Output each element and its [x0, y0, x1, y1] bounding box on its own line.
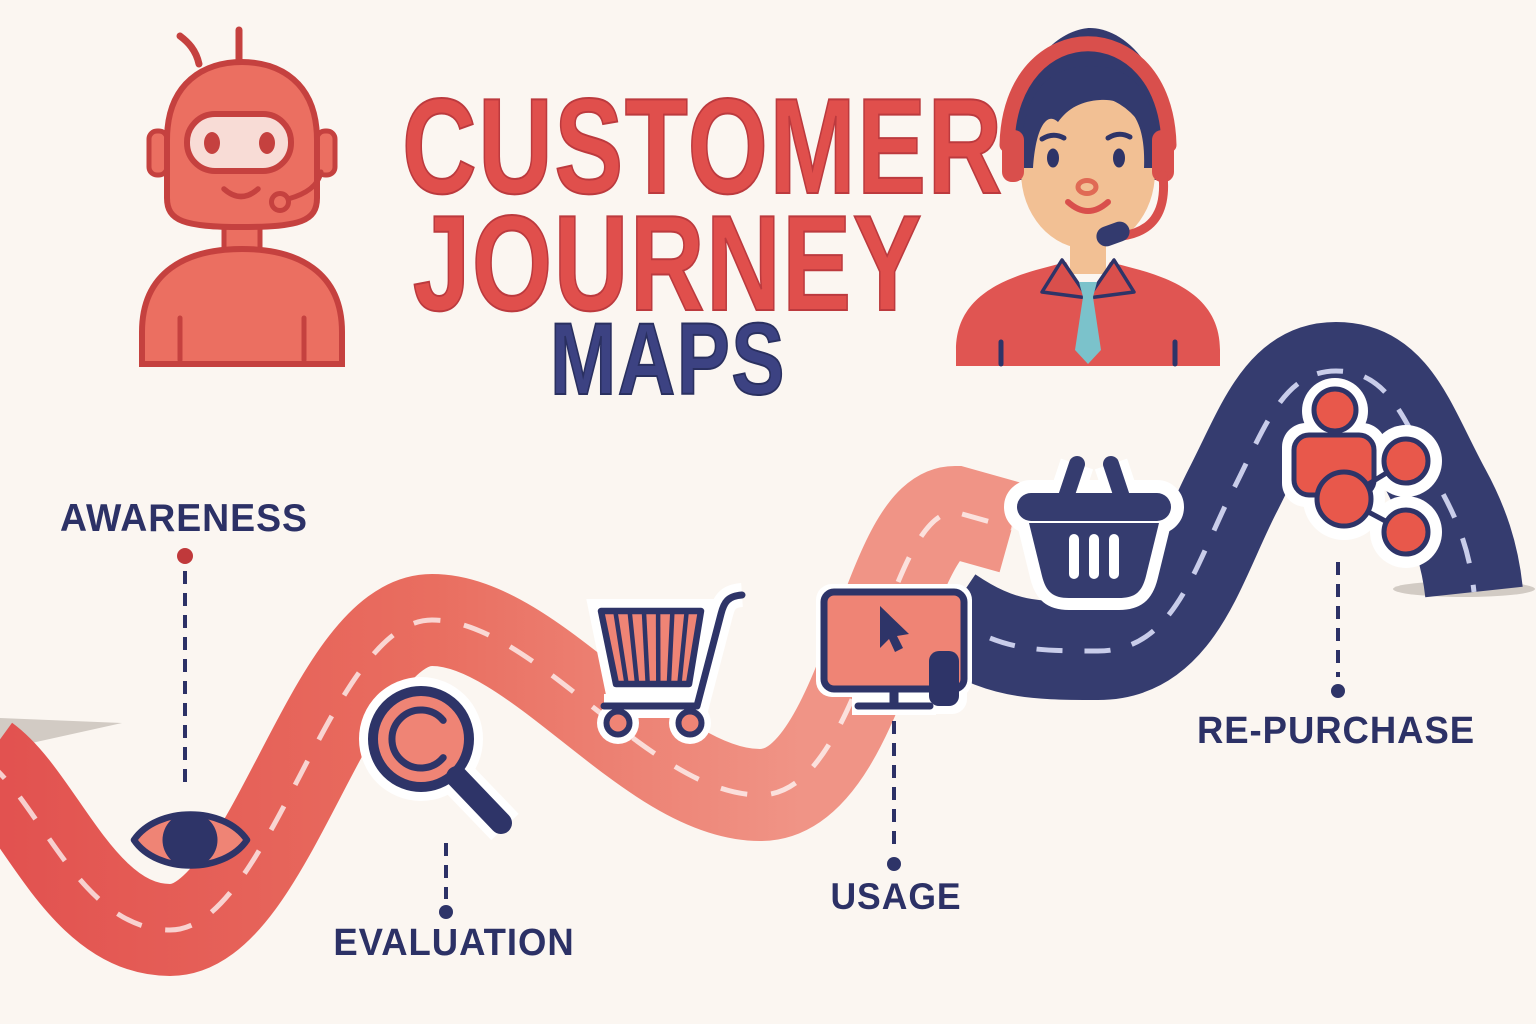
label-repurchase: RE-PURCHASE [1196, 710, 1476, 752]
label-awareness: AWARENESS [60, 497, 308, 540]
magnifying-glass-icon [368, 686, 512, 834]
agent-collar-left [1040, 258, 1090, 300]
robot-torso [139, 245, 345, 367]
headset-mic-boom [1117, 170, 1169, 241]
eye-icon [130, 811, 251, 869]
robot-smile [221, 186, 261, 200]
road-center-dashes-red [0, 509, 1013, 933]
journey-road-navy [920, 321, 1523, 701]
label-evaluation: EVALUATION [333, 922, 575, 964]
road-center-dashes-navy [946, 368, 1477, 654]
agent-eye-right [1113, 148, 1125, 168]
robot-visor [184, 111, 294, 174]
repurchase-connector [1331, 562, 1345, 698]
robot-mic [269, 191, 291, 213]
agent-collar-right [1086, 258, 1136, 300]
label-usage: USAGE [830, 876, 962, 917]
usage-dot [887, 857, 901, 871]
customer-share-icon [1291, 386, 1431, 557]
agent-mouth [1065, 199, 1111, 214]
shopping-basket-icon [1017, 456, 1171, 598]
monitor-cursor-icon [820, 588, 968, 710]
agent-fringe [1020, 66, 1160, 168]
robot-eye-right [259, 132, 275, 154]
headset-earmuff-right [1152, 130, 1174, 182]
robot-eye-left [204, 132, 220, 154]
support-agent [956, 28, 1220, 367]
agent-nose [1075, 178, 1099, 196]
cursor-arrow [880, 606, 909, 652]
basket-slots [1069, 534, 1119, 579]
agent-tie [1075, 297, 1101, 364]
evaluation-dot [439, 905, 453, 919]
repurchase-dot [1331, 684, 1345, 698]
chatbot-robot [139, 26, 345, 367]
headset-earmuff-left [1002, 130, 1024, 182]
usage-connector [887, 721, 901, 871]
agent-brow-left [1039, 132, 1067, 142]
agent-tie-knot [1079, 282, 1097, 297]
agent-brow-right [1105, 131, 1133, 141]
agent-eye-left [1047, 148, 1059, 168]
headset-mic [1096, 221, 1130, 247]
stage-connectors [177, 548, 1345, 919]
evaluation-connector [439, 843, 453, 919]
journey-road-red [0, 465, 1025, 977]
cart-stripes [613, 610, 689, 685]
awareness-connector [177, 548, 193, 789]
awareness-dot [177, 548, 193, 564]
shopping-cart-icon [597, 591, 746, 738]
headset-band [999, 36, 1177, 153]
